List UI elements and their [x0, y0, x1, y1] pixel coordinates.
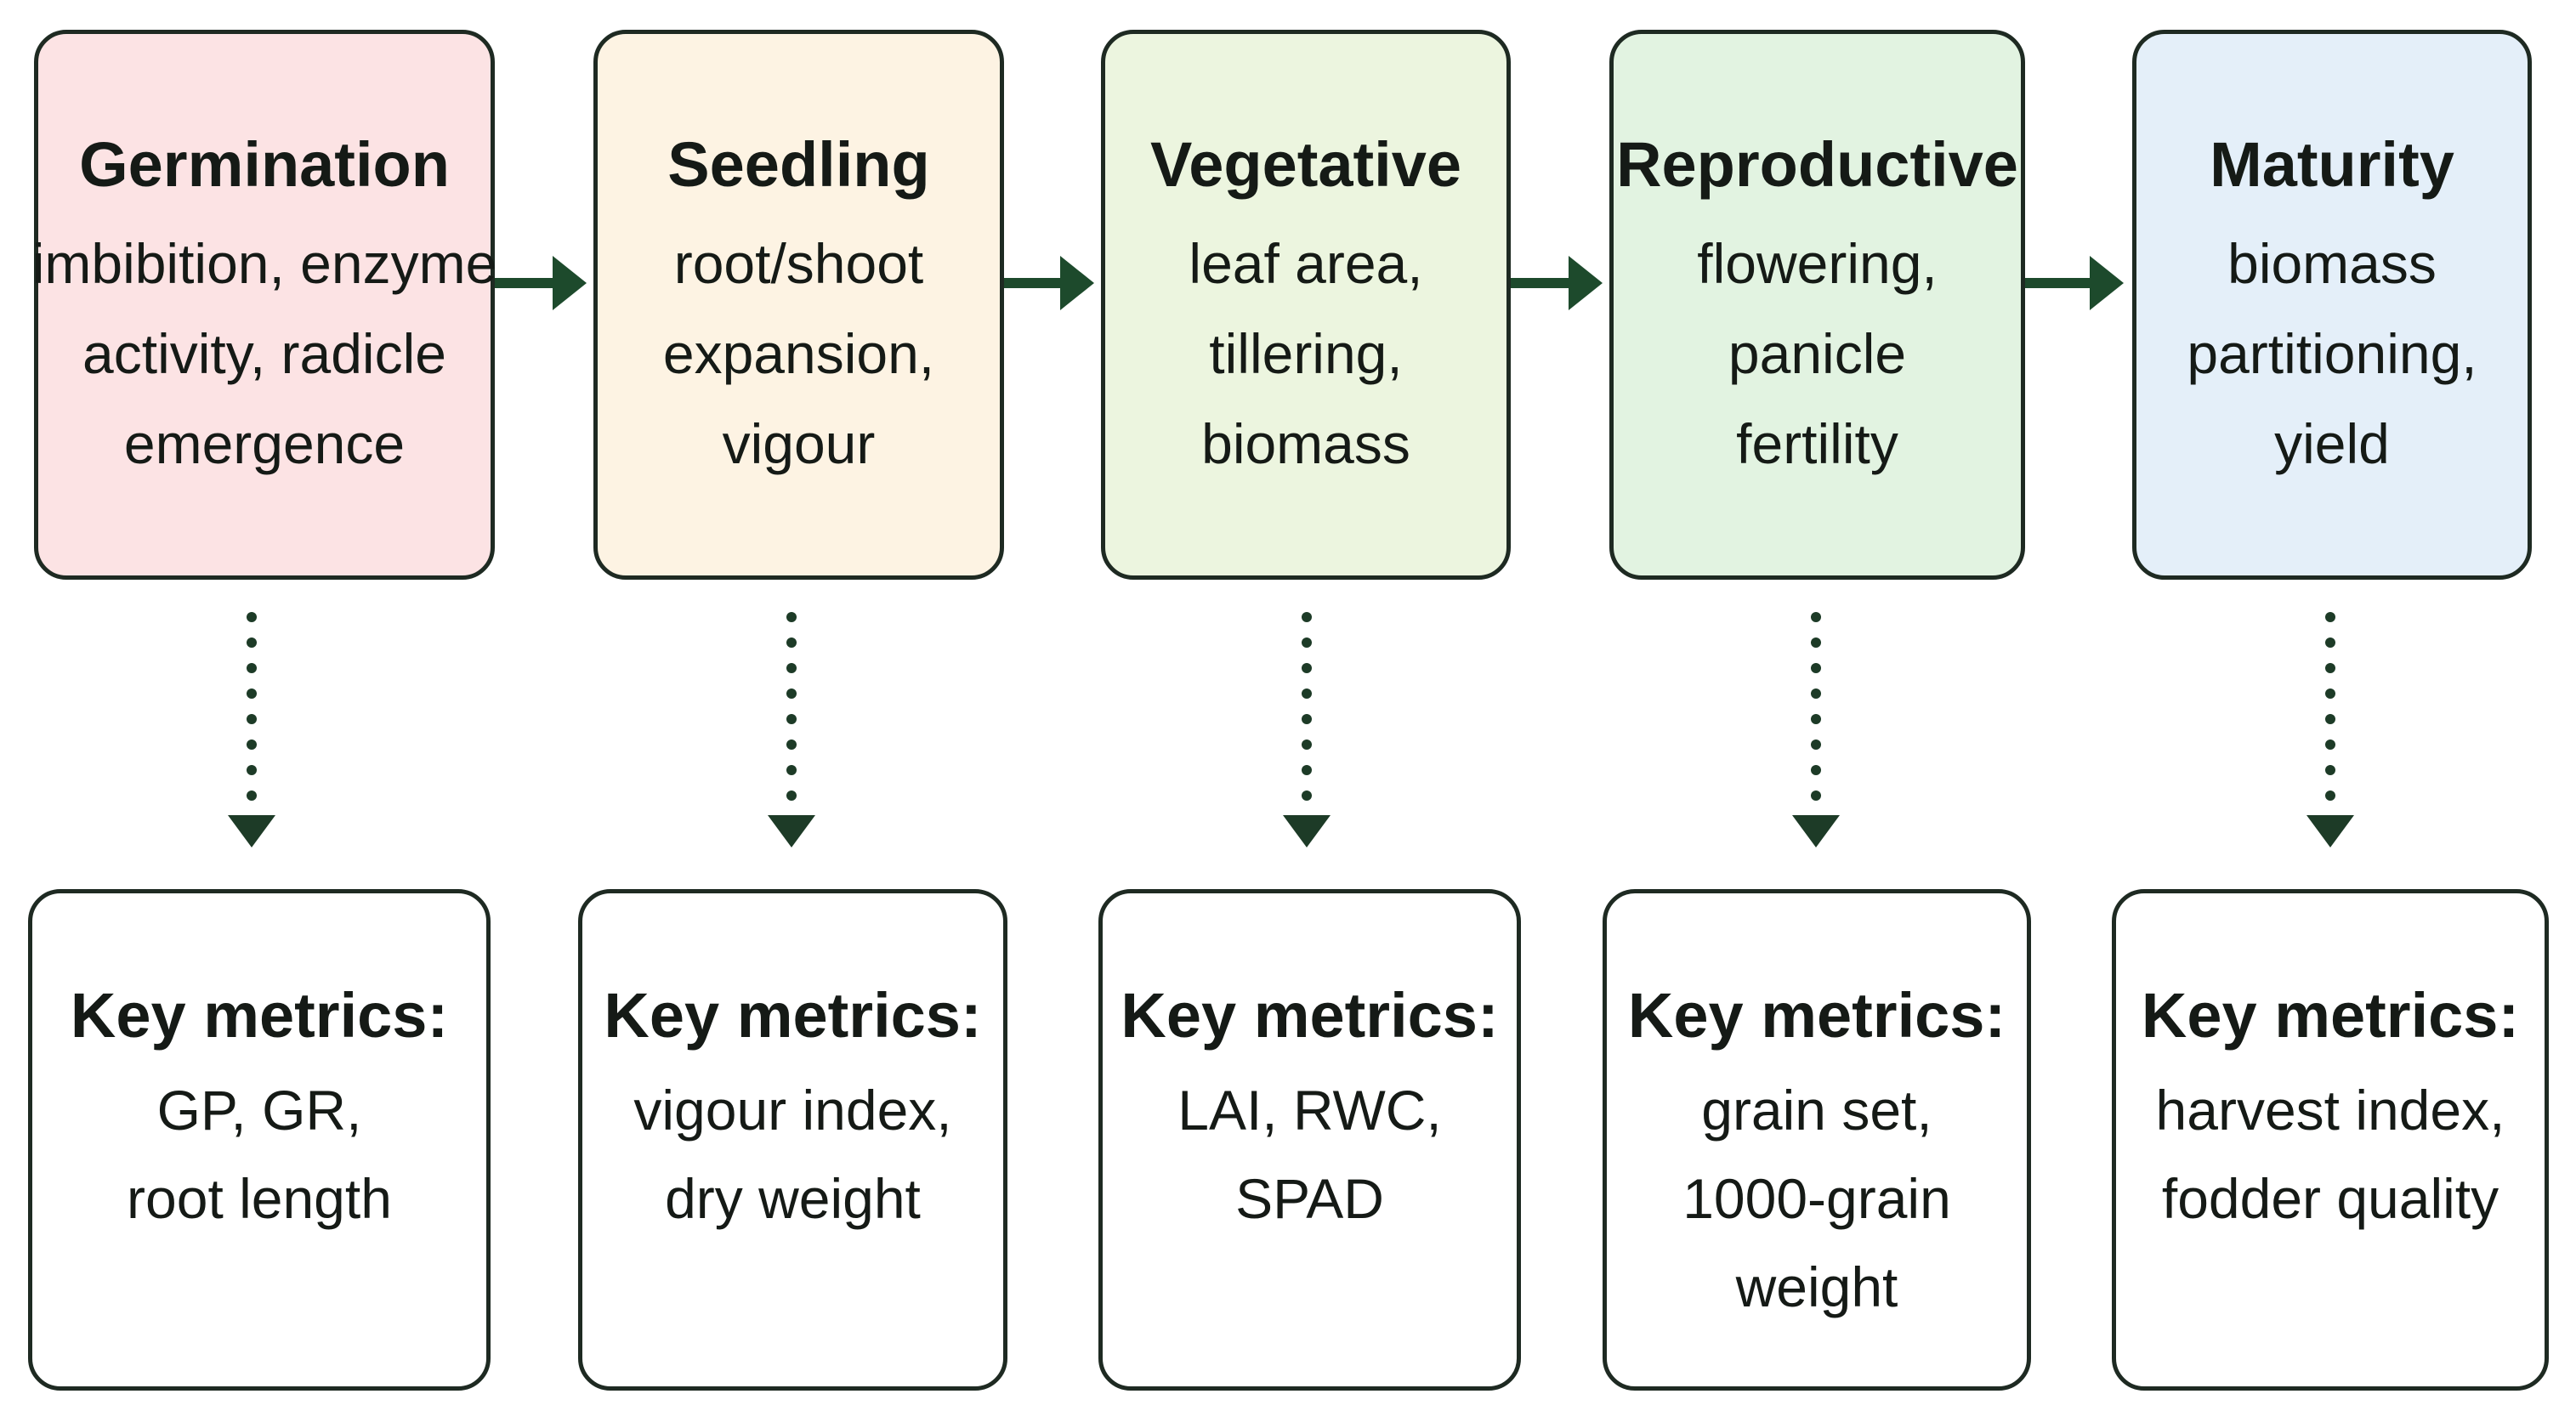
stage-description-line: expansion,	[662, 321, 935, 385]
stage-box-seedling: Seedling root/shoot expansion, vigour	[593, 30, 1004, 580]
stage-description-line: root/shoot	[673, 231, 924, 295]
stage-box-maturity: Maturity biomass partitioning, yield	[2132, 30, 2532, 580]
stage-title: Reproductive	[1616, 129, 2018, 200]
flow-arrow	[495, 256, 587, 310]
stage-title: Seedling	[667, 129, 930, 200]
flow-arrow	[2025, 256, 2124, 310]
metrics-box-vegetative: Key metrics: LAI, RWC, SPAD	[1098, 889, 1521, 1391]
metrics-line: vigour index,	[633, 1078, 952, 1142]
stage-description-line: fertility	[1736, 411, 1898, 475]
stage-title: Maturity	[2210, 129, 2454, 200]
metrics-line: LAI, RWC,	[1177, 1078, 1442, 1142]
flow-arrow	[1511, 256, 1603, 310]
metrics-box-seedling: Key metrics: vigour index, dry weight	[578, 889, 1007, 1391]
metrics-line: grain set,	[1701, 1078, 1932, 1142]
stage-description-line: yield	[2274, 411, 2390, 475]
stage-title: Germination	[79, 129, 450, 200]
dotted-connector	[228, 612, 275, 847]
metrics-title: Key metrics:	[1627, 980, 2006, 1051]
dotted-connector	[1792, 612, 1840, 847]
metrics-line: fodder quality	[2161, 1166, 2499, 1230]
metrics-title: Key metrics:	[70, 980, 449, 1051]
stage-description-line: imbibition, enzyme	[31, 231, 497, 295]
stage-box-reproductive: Reproductive flowering, panicle fertilit…	[1609, 30, 2025, 580]
dotted-connector	[2306, 612, 2354, 847]
stage-title: Vegetative	[1149, 129, 1462, 200]
metrics-line: root length	[127, 1166, 392, 1230]
stage-description-line: activity, radicle	[82, 321, 446, 385]
stage-description-line: partitioning,	[2187, 321, 2477, 385]
stage-description-line: tillering,	[1209, 321, 1403, 385]
metrics-line: 1000-grain	[1682, 1166, 1951, 1230]
metrics-title: Key metrics:	[2141, 980, 2520, 1051]
metrics-title: Key metrics:	[604, 980, 982, 1051]
stage-description-line: biomass	[1201, 411, 1410, 475]
metrics-line: GP, GR,	[156, 1078, 362, 1142]
stage-description-line: emergence	[123, 411, 406, 475]
stage-box-germination: Germination imbibition, enzyme activity,…	[31, 30, 497, 580]
metrics-title: Key metrics:	[1121, 980, 1499, 1051]
stage-description-line: leaf area,	[1189, 231, 1423, 295]
dotted-connector	[768, 612, 815, 847]
stage-description-line: biomass	[2227, 231, 2437, 295]
metrics-line: harvest index,	[2155, 1078, 2505, 1142]
metrics-line: SPAD	[1235, 1166, 1384, 1230]
metrics-box-maturity: Key metrics: harvest index, fodder quali…	[2112, 889, 2549, 1391]
metrics-line: dry weight	[665, 1166, 921, 1230]
dotted-connector	[1283, 612, 1331, 847]
stage-description-line: panicle	[1728, 321, 1907, 385]
stage-box-vegetative: Vegetative leaf area, tillering, biomass	[1101, 30, 1511, 580]
stage-description-line: vigour	[722, 411, 876, 475]
stage-description-line: flowering,	[1697, 231, 1938, 295]
flow-arrow	[1004, 256, 1094, 310]
metrics-line: weight	[1735, 1255, 1898, 1318]
metrics-box-reproductive: Key metrics: grain set, 1000-grain weigh…	[1603, 889, 2031, 1391]
metrics-box-germination: Key metrics: GP, GR, root length	[28, 889, 491, 1391]
